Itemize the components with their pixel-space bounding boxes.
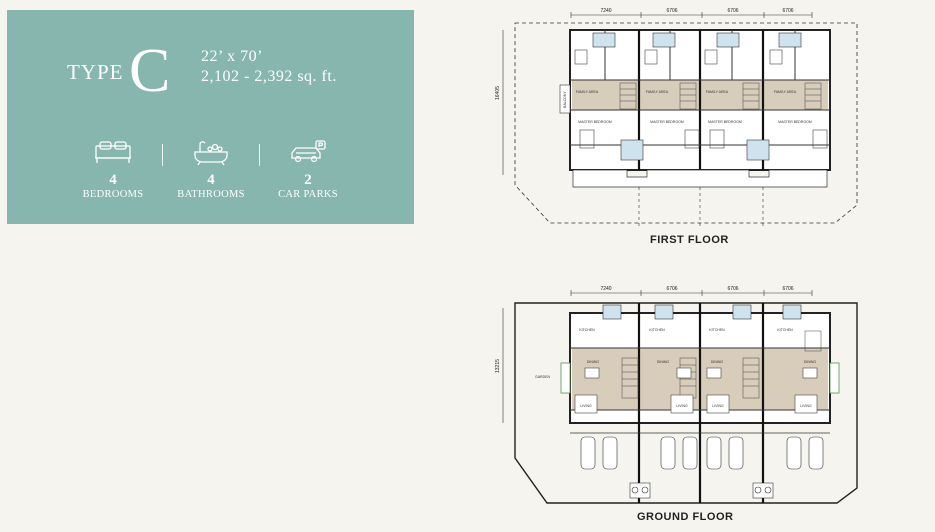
ground-floor-plan: 7240 6706 6706 6706 13215 GARDEN [495, 286, 858, 504]
feature-bathrooms: 4 BATHROOMS [161, 140, 261, 200]
dim-label: 6706 [666, 286, 677, 292]
garden-label: GARDEN [535, 375, 550, 379]
room-label: KITCHEN [649, 328, 665, 332]
dim-label: 6706 [782, 286, 793, 292]
bedroom-label: BEDROOMS [82, 189, 144, 200]
dim-label: 7240 [600, 8, 611, 14]
bedroom-count: 4 [109, 172, 117, 188]
first-floor-caption: FIRST FLOOR [650, 234, 729, 246]
room-label: DINING [711, 360, 724, 364]
feature-bedrooms: 4 BEDROOMS [63, 140, 163, 200]
room-label: FAMILY AREA [774, 90, 797, 94]
dim-label: 6706 [666, 8, 677, 14]
type-word: TYPE [67, 60, 124, 84]
unit-dimensions: 22’ x 70’ [201, 48, 263, 65]
room-label: KITCHEN [579, 328, 595, 332]
car-icon [291, 140, 326, 163]
unit-info-card: TYPE C 22’ x 70’ 2,102 - 2,392 sq. ft. 4… [7, 10, 414, 224]
type-letter: C [129, 37, 171, 105]
ground-floor-caption: GROUND FLOOR [637, 511, 734, 523]
room-label: MASTER BEDROOM [778, 120, 812, 124]
room-label: FAMILY AREA [706, 90, 729, 94]
unit-area: 2,102 - 2,392 sq. ft. [201, 68, 337, 85]
bathroom-count: 4 [207, 172, 215, 188]
room-label: LIVING [580, 404, 592, 408]
room-label: MASTER BEDROOM [650, 120, 684, 124]
room-label: LIVING [676, 404, 688, 408]
divider [259, 144, 260, 166]
dim-label: 6706 [782, 8, 793, 14]
car-park-label: CAR PARKS [278, 189, 338, 200]
dim-label: 7240 [600, 286, 611, 292]
room-label: FAMILY AREA [576, 90, 599, 94]
room-label: LIVING [800, 404, 812, 408]
side-dim-label: 16405 [495, 86, 501, 100]
car-park-count: 2 [304, 172, 312, 188]
room-label: FAMILY AREA [646, 90, 669, 94]
bed-icon [95, 141, 131, 163]
room-label: DINING [657, 360, 670, 364]
room-label: DINING [804, 360, 817, 364]
room-label: DINING [587, 360, 600, 364]
room-label: MASTER BEDROOM [708, 120, 742, 124]
room-label: MASTER BEDROOM [578, 120, 612, 124]
side-dim-label: 13215 [495, 359, 501, 373]
bathroom-label: BATHROOMS [177, 189, 245, 200]
room-label: KITCHEN [777, 328, 793, 332]
balcony-label: BALCONY [563, 91, 567, 108]
feature-car-parks: 2 CAR PARKS [258, 140, 358, 200]
dim-label: 6706 [727, 8, 738, 14]
first-floor-plan: 7240 6706 6706 6706 16405 [495, 8, 858, 227]
divider [162, 144, 163, 166]
dim-label: 6706 [727, 286, 738, 292]
room-label: LIVING [712, 404, 724, 408]
room-label: KITCHEN [709, 328, 725, 332]
bathtub-icon [194, 141, 228, 166]
